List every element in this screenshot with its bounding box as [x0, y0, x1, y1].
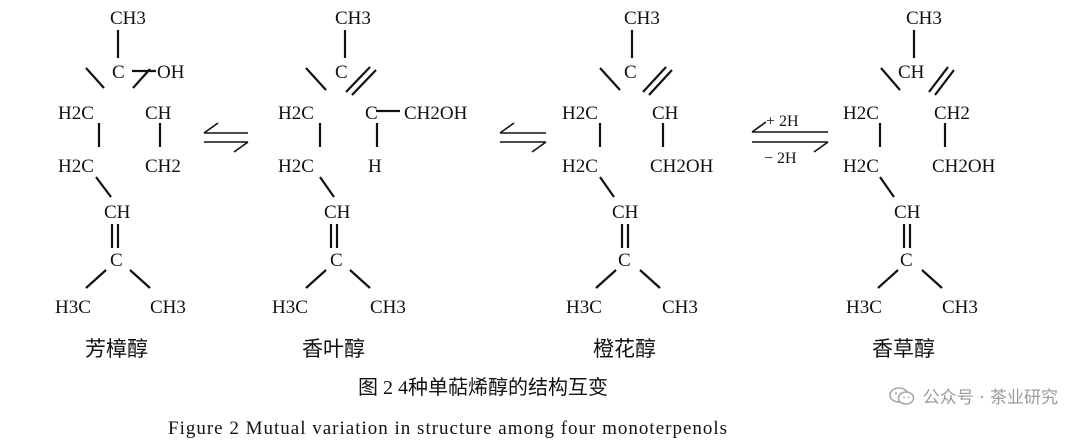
- atom-label: CH: [894, 202, 921, 223]
- atom-label: CH3: [624, 8, 660, 29]
- arrow-label-bottom: − 2H: [764, 150, 797, 167]
- atom-label: C: [110, 250, 123, 271]
- atom-label: CH: [652, 103, 679, 124]
- atom-label: H2C: [843, 103, 879, 124]
- atom-label: H2C: [58, 103, 94, 124]
- bond: [599, 67, 621, 91]
- atom-label: H3C: [566, 297, 602, 318]
- bond: [319, 176, 335, 198]
- bond: [305, 269, 327, 289]
- bond: [879, 176, 895, 198]
- bond: [351, 69, 377, 96]
- bond: [132, 68, 151, 89]
- arrow-label-top: + 2H: [766, 113, 799, 130]
- molecule-nerol: CH3 C H2C CH H2C CH2OH CH C H3C CH3 橙花醇: [562, 8, 714, 361]
- bond: [95, 176, 112, 198]
- molecule-name: 香叶醇: [302, 337, 365, 361]
- bond: [642, 66, 667, 93]
- atom-label: CH: [104, 202, 131, 223]
- atom-label: H3C: [846, 297, 882, 318]
- atom-label: CH2OH: [932, 156, 996, 177]
- bond: [877, 269, 899, 289]
- atom-label: C: [330, 250, 343, 271]
- bond: [639, 269, 661, 289]
- atom-label: CH3: [942, 297, 978, 318]
- atom-label: H2C: [278, 156, 314, 177]
- molecule-name: 芳樟醇: [85, 337, 148, 361]
- atom-label: H2C: [58, 156, 94, 177]
- bond: [345, 66, 371, 93]
- atom-label: CH2OH: [650, 156, 714, 177]
- atom-label: C: [618, 250, 631, 271]
- atom-label: CH: [612, 202, 639, 223]
- atom-label: H2C: [562, 156, 598, 177]
- atom-label: CH3: [662, 297, 698, 318]
- molecule-geraniol: CH3 C H2C C CH2OH H2C H CH C H3C CH3 香叶醇: [272, 8, 468, 361]
- atom-label: C: [112, 62, 125, 83]
- bond: [880, 67, 901, 91]
- molecule-name: 橙花醇: [593, 337, 656, 361]
- equilibrium-arrow: [203, 122, 249, 153]
- figure-caption-en: Figure 2 Mutual variation in structure a…: [168, 418, 728, 439]
- watermark-text: 公众号 · 茶业研究: [922, 388, 1058, 408]
- bond: [934, 69, 955, 96]
- bond: [349, 269, 371, 289]
- atom-label: OH: [157, 62, 185, 83]
- atom-label: CH3: [906, 8, 942, 29]
- wechat-icon: [888, 386, 915, 405]
- atom-label: CH: [324, 202, 351, 223]
- bond: [85, 269, 107, 289]
- atom-label: C: [365, 103, 378, 124]
- atom-label: C: [624, 62, 637, 83]
- bond: [129, 269, 151, 289]
- molecule-citronellol: CH3 CH H2C CH2 H2C CH2OH CH C H3C CH3 香草…: [843, 8, 996, 361]
- atom-label: CH3: [370, 297, 406, 318]
- atom-label: H3C: [272, 297, 308, 318]
- atom-label: CH3: [150, 297, 186, 318]
- atom-label: H3C: [55, 297, 91, 318]
- bond: [595, 269, 617, 289]
- atom-label: CH2: [934, 103, 970, 124]
- molecule-linalool: CH3 C OH H2C CH H2C CH2 CH C H3C CH3 芳樟醇: [55, 8, 186, 361]
- reduction-arrow: + 2H − 2H: [751, 113, 829, 167]
- bond: [921, 269, 943, 289]
- atom-label: CH3: [335, 8, 371, 29]
- watermark: 公众号 · 茶业研究: [888, 383, 1058, 408]
- atom-label: CH: [898, 62, 925, 83]
- bond: [85, 67, 105, 89]
- atom-label: H: [368, 156, 382, 177]
- atom-label: H2C: [278, 103, 314, 124]
- atom-label: CH2: [145, 156, 181, 177]
- atom-label: CH3: [110, 8, 146, 29]
- molecule-name: 香草醇: [872, 337, 935, 361]
- equilibrium-arrow: [499, 122, 547, 153]
- atom-label: H2C: [843, 156, 879, 177]
- figure-caption-cn: 图 2 4种单萜烯醇的结构互变: [358, 376, 608, 399]
- bond: [599, 176, 615, 198]
- bond: [305, 67, 327, 91]
- atom-label: CH2OH: [404, 103, 468, 124]
- atom-label: C: [335, 62, 348, 83]
- atom-label: C: [900, 250, 913, 271]
- bond: [648, 69, 673, 96]
- bond: [928, 66, 949, 93]
- atom-label: CH: [145, 103, 172, 124]
- atom-label: H2C: [562, 103, 598, 124]
